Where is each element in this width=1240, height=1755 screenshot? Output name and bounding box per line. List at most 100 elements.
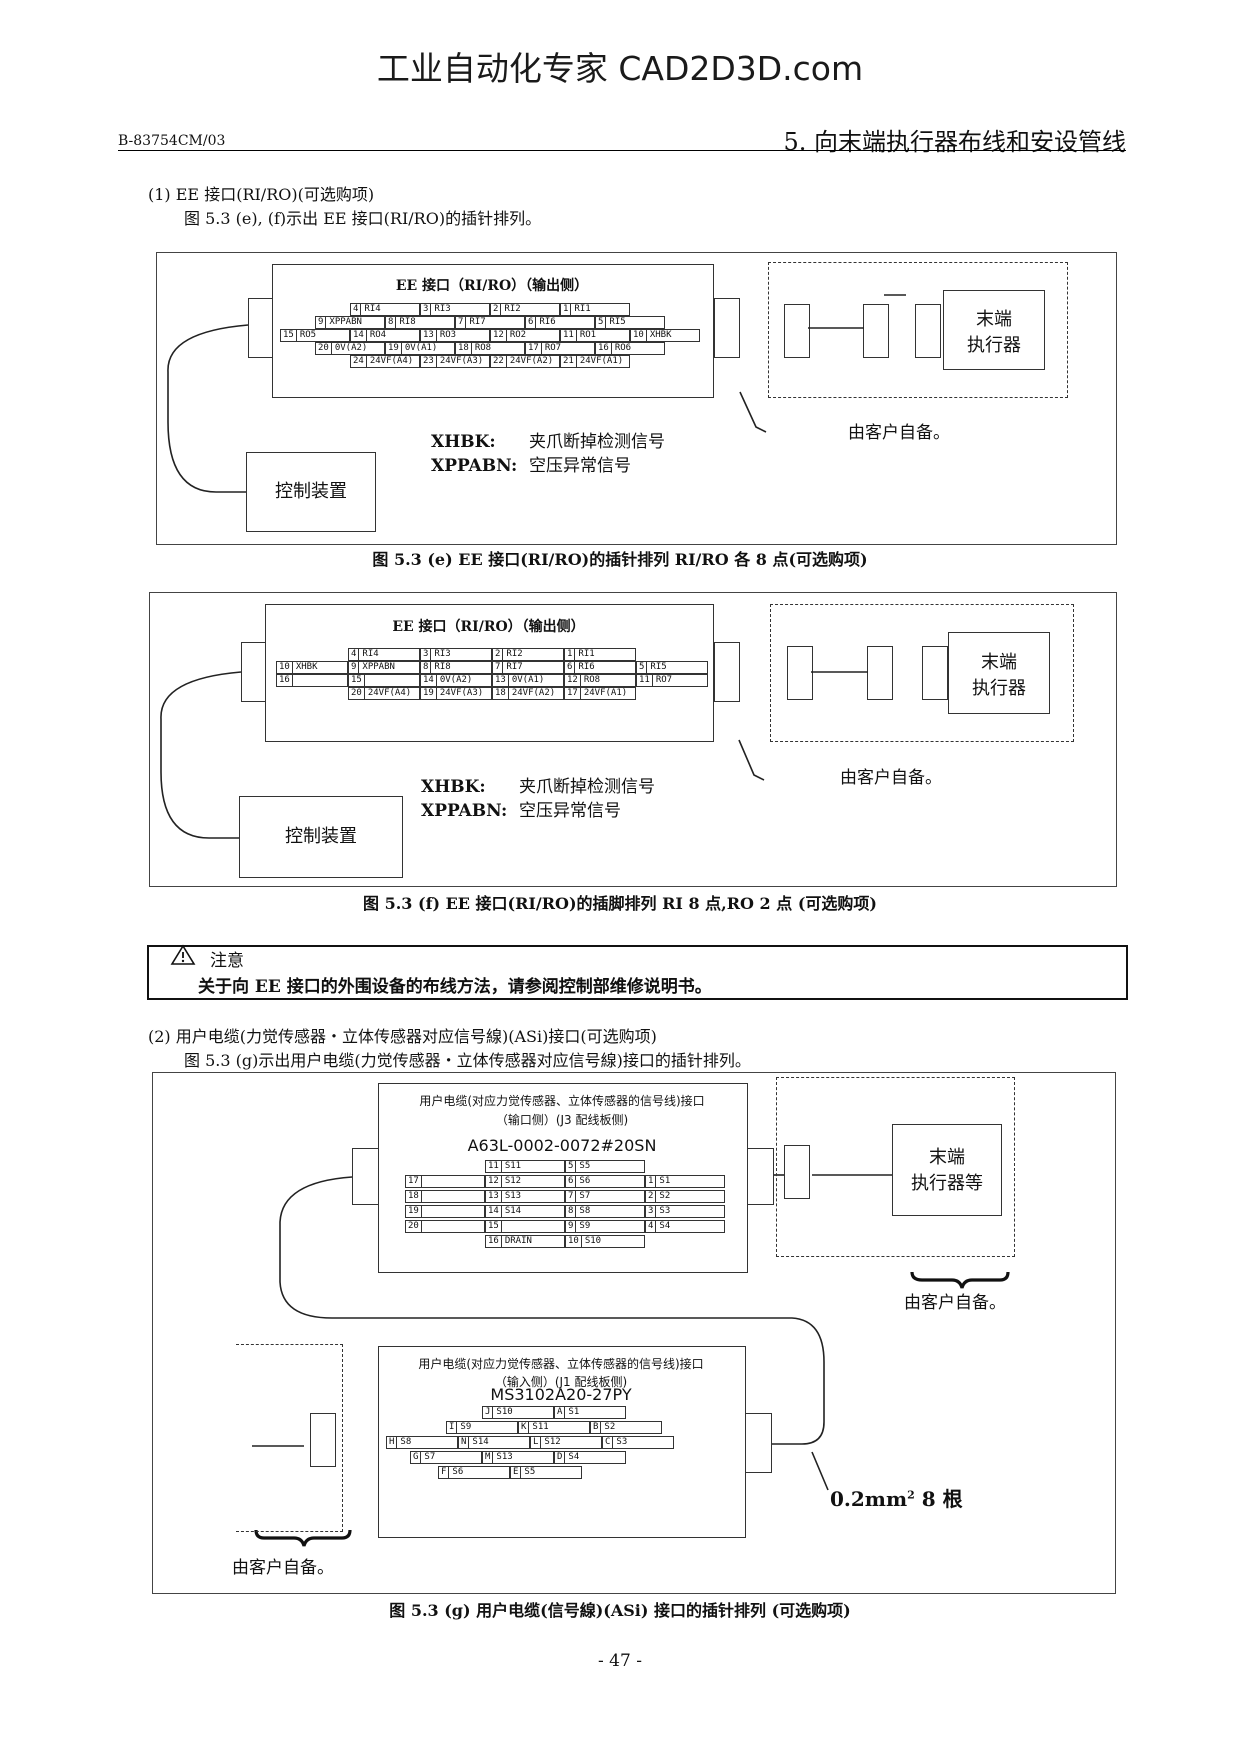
pin-number: 8 bbox=[421, 662, 432, 673]
pin-number: 10 bbox=[277, 662, 293, 673]
pin-number: 20 bbox=[406, 1221, 422, 1232]
figure-g-in-right-plug bbox=[744, 1413, 772, 1473]
figure-e-customer-area bbox=[768, 262, 1068, 398]
pin-number: 11 bbox=[637, 675, 653, 686]
figure-g-customer-area bbox=[776, 1077, 1015, 1257]
pin-signal: S5 bbox=[524, 1467, 536, 1477]
pin-signal: RI5 bbox=[609, 317, 626, 327]
pin-number: 14 bbox=[421, 675, 437, 686]
pin-signal: S8 bbox=[579, 1206, 591, 1216]
pin-signal: S3 bbox=[616, 1437, 628, 1447]
pin-signal bbox=[422, 1206, 428, 1216]
page-number: - 47 - bbox=[598, 1651, 642, 1671]
figure-g-input-title: 用户电缆(对应力觉传感器、立体传感器的信号线)接口 bbox=[418, 1357, 704, 1371]
pin-signal: XHBK bbox=[295, 662, 318, 672]
pin-number: 11 bbox=[486, 1161, 502, 1172]
figure-g-in-left-plug bbox=[310, 1413, 336, 1467]
pin-signal: S4 bbox=[568, 1452, 580, 1462]
pin-number: 1 bbox=[565, 649, 576, 660]
pin-number: 16 bbox=[277, 675, 293, 686]
pin-number: 6 bbox=[565, 662, 576, 673]
pin-signal: RO8 bbox=[474, 343, 492, 353]
pin-number: 16 bbox=[486, 1236, 502, 1247]
pin-number: 20 bbox=[316, 343, 332, 354]
pin-number: 7 bbox=[456, 317, 467, 328]
pin-signal: RI8 bbox=[434, 662, 451, 672]
section1-heading: (1) EE 接口(RI/RO)(可选购项) bbox=[148, 185, 375, 204]
pin-number: I bbox=[447, 1422, 458, 1433]
pin-signal: RI2 bbox=[504, 304, 521, 314]
pin-number: 16 bbox=[596, 343, 612, 354]
pin-signal: 0V(A1) bbox=[404, 343, 438, 353]
pin-signal: S13 bbox=[496, 1452, 513, 1462]
pin-number: 10 bbox=[631, 330, 647, 341]
pin-signal: RO3 bbox=[439, 330, 457, 340]
pin-number: 8 bbox=[386, 317, 397, 328]
pin-number: 20 bbox=[349, 688, 365, 699]
pin-number: 15 bbox=[486, 1221, 502, 1232]
pin-signal: 0V(A1) bbox=[511, 675, 545, 685]
figure-f-frame bbox=[149, 592, 1117, 887]
pin-signal: S4 bbox=[659, 1221, 671, 1231]
pin-signal: RO5 bbox=[299, 330, 317, 340]
pin-signal: S3 bbox=[659, 1206, 671, 1216]
section1-text: 图 5.3 (e), (f)示出 EE 接口(RI/RO)的插针排列。 bbox=[184, 209, 542, 228]
pin-number: B bbox=[591, 1422, 602, 1433]
pin-number: 8 bbox=[566, 1206, 577, 1217]
pin-number: 19 bbox=[406, 1206, 422, 1217]
pin-signal: 24VF(A2) bbox=[511, 688, 556, 698]
pin-number: E bbox=[511, 1467, 522, 1478]
figure-e-customer-note: 由客户自备。 bbox=[848, 423, 950, 443]
pin-signal: XHBK bbox=[649, 330, 672, 340]
pin-signal: S1 bbox=[568, 1407, 580, 1417]
figure-g-input-subtitle: （输入侧）(J1 配线板侧) bbox=[494, 1375, 628, 1389]
pin-signal: S7 bbox=[579, 1191, 591, 1201]
figure-e-link bbox=[808, 327, 864, 329]
pin-number: 21 bbox=[561, 356, 577, 367]
pin-number: 13 bbox=[486, 1191, 502, 1202]
pin-number: J bbox=[483, 1407, 494, 1418]
figure-g-wiring bbox=[252, 1174, 1010, 1547]
figure-f-controller: 控制装置 bbox=[239, 796, 403, 878]
figure-f-left-plug bbox=[241, 642, 267, 702]
figure-f-xhbk-def: XHBK:夹爪断掉检测信号 bbox=[421, 777, 655, 797]
figure-g-frame bbox=[152, 1072, 1116, 1594]
pin-number: 12 bbox=[565, 675, 581, 686]
figure-e-connector-title: EE 接口（RI/RO）（输出侧） bbox=[395, 278, 589, 294]
figure-f-plug-c bbox=[922, 646, 948, 700]
pin-number: 9 bbox=[316, 317, 327, 328]
pin-number: 2 bbox=[491, 304, 502, 315]
pin-signal: RI7 bbox=[469, 317, 486, 327]
pin-number: 18 bbox=[493, 688, 509, 699]
pin-signal: RI8 bbox=[399, 317, 416, 327]
figure-f-wiring bbox=[160, 671, 765, 839]
pin-number: 3 bbox=[646, 1206, 657, 1217]
figure-g-output-part-number: A63L-0002-0072#20SN bbox=[467, 1136, 657, 1155]
figure-e-end-effector: 末端 执行器 bbox=[943, 290, 1045, 370]
pin-number: 9 bbox=[566, 1221, 577, 1232]
pin-cell: 18 bbox=[405, 1190, 485, 1203]
